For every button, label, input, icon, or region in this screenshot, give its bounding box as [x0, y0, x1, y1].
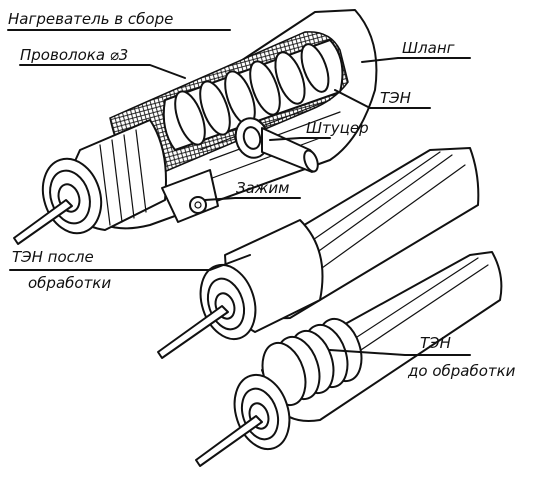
label-clamp: Зажим — [236, 179, 289, 197]
before-corrugated-rings — [261, 317, 363, 407]
leader-lines — [7, 29, 471, 356]
clamp — [161, 169, 219, 223]
label-heater-assembled: Нагреватель в сборе — [8, 10, 173, 28]
assembled-heater — [13, 9, 378, 245]
labels: Нагреватель в сборе Проволока ⌀3 Шланг Т… — [8, 10, 516, 380]
label-hose: Шланг — [402, 39, 455, 57]
label-heating-element: ТЭН — [380, 89, 411, 107]
leader-heating-element — [334, 89, 431, 109]
before-rod — [195, 415, 263, 467]
leader-clamp — [204, 197, 301, 201]
leader-after — [9, 254, 251, 271]
label-after-line2: обработки — [28, 274, 111, 292]
wire-coil — [174, 43, 330, 146]
label-fitting: Штуцер — [306, 119, 369, 137]
leader-fitting — [269, 137, 331, 141]
element-before-processing — [195, 251, 503, 467]
before-end-core — [248, 402, 270, 430]
leader-before — [329, 349, 471, 356]
label-wire: Проволока ⌀3 — [20, 46, 128, 64]
leader-wire — [19, 64, 186, 79]
label-before-line2: до обработки — [407, 362, 516, 380]
label-after-line1: ТЭН после — [12, 248, 94, 266]
element-end-core — [57, 183, 81, 213]
after-rod — [157, 305, 229, 359]
element-after-processing — [157, 147, 480, 359]
label-before-line1: ТЭН — [420, 334, 451, 352]
leader-hose — [361, 57, 471, 63]
element-rod — [13, 199, 73, 245]
